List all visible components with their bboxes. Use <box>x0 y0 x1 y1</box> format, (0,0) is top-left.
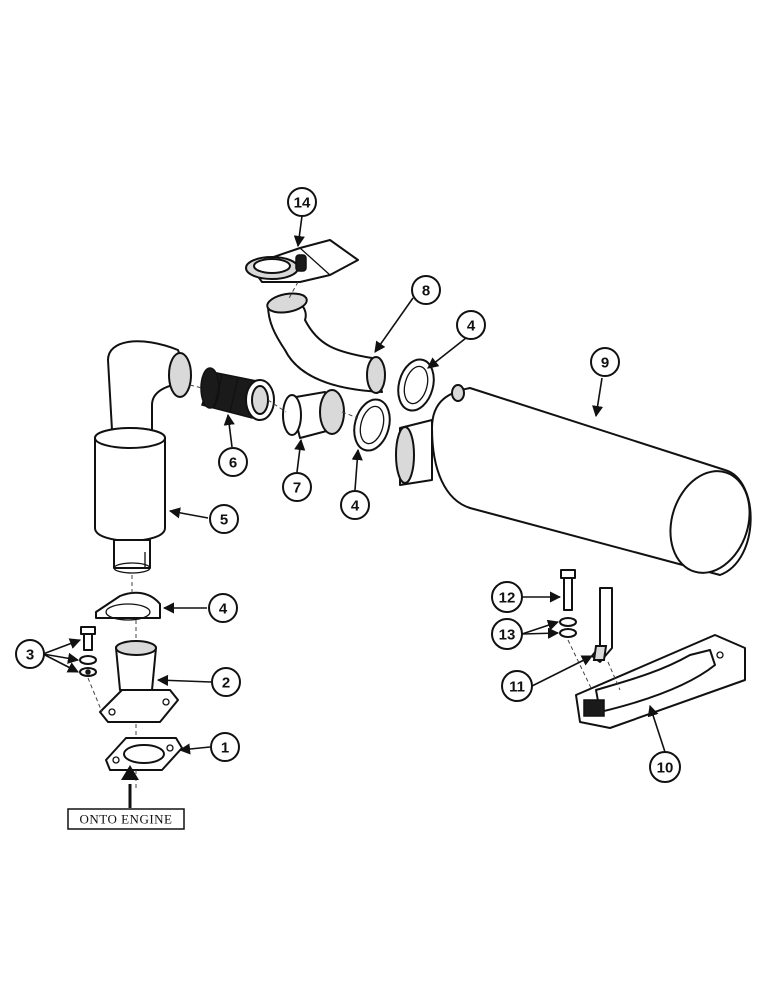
callout-6-label: 6 <box>229 455 237 472</box>
assembly-guide-lines <box>87 281 621 790</box>
horizontal-muffler-part <box>395 384 752 576</box>
callout-8-label: 8 <box>422 283 430 300</box>
callout-2: 2 <box>211 667 241 697</box>
flange-clamp-lower-part <box>95 591 161 621</box>
callout-9-label: 9 <box>601 355 609 372</box>
callout-12-label: 12 <box>499 590 516 607</box>
callout-4-lower: 4 <box>208 593 238 623</box>
callout-4-upper-label: 4 <box>467 318 476 335</box>
callout-7: 7 <box>282 472 312 502</box>
callout-10: 10 <box>649 751 681 783</box>
inlet-adapter-part <box>99 640 179 723</box>
callout-12: 12 <box>491 581 523 613</box>
onto-engine-text: ONTO ENGINE <box>80 812 173 827</box>
flex-coupling-part <box>200 367 275 421</box>
callout-7-label: 7 <box>293 480 301 497</box>
leader-lines <box>42 215 666 808</box>
callout-3-label: 3 <box>26 647 34 664</box>
bracket-bolt-part <box>559 569 577 638</box>
callout-1-label: 1 <box>221 740 229 757</box>
vertical-muffler-part <box>94 340 192 574</box>
callout-13-label: 13 <box>499 627 516 644</box>
rain-cap-part <box>245 239 359 283</box>
flange-clamp-middle-part <box>353 398 391 452</box>
callout-4-middle-label: 4 <box>351 498 360 515</box>
callout-3: 3 <box>15 639 45 669</box>
callout-6: 6 <box>218 447 248 477</box>
callout-10-label: 10 <box>657 760 674 777</box>
callout-2-label: 2 <box>222 675 230 692</box>
strap-bracket-part <box>591 587 613 663</box>
callout-4-lower-label: 4 <box>219 601 228 618</box>
onto-engine-label: ONTO ENGINE <box>67 808 185 830</box>
callout-8: 8 <box>411 275 441 305</box>
callout-4-middle: 4 <box>340 490 370 520</box>
bolt-washer-set-part <box>79 626 97 677</box>
gasket-part <box>105 737 183 771</box>
elbow-pipe-part <box>266 292 386 394</box>
callout-11-label: 11 <box>509 679 525 696</box>
callout-5: 5 <box>209 504 239 534</box>
callout-14: 14 <box>287 187 317 217</box>
callout-1: 1 <box>210 732 240 762</box>
callout-4-upper: 4 <box>456 310 486 340</box>
callout-13: 13 <box>491 618 523 650</box>
callout-14-label: 14 <box>294 195 311 212</box>
callout-11: 11 <box>501 670 533 702</box>
cradle-support-part <box>575 634 746 729</box>
callout-9: 9 <box>590 347 620 377</box>
callout-5-label: 5 <box>220 512 228 529</box>
flange-clamp-upper-part <box>397 358 435 412</box>
adapter-sleeve-part <box>282 389 345 439</box>
